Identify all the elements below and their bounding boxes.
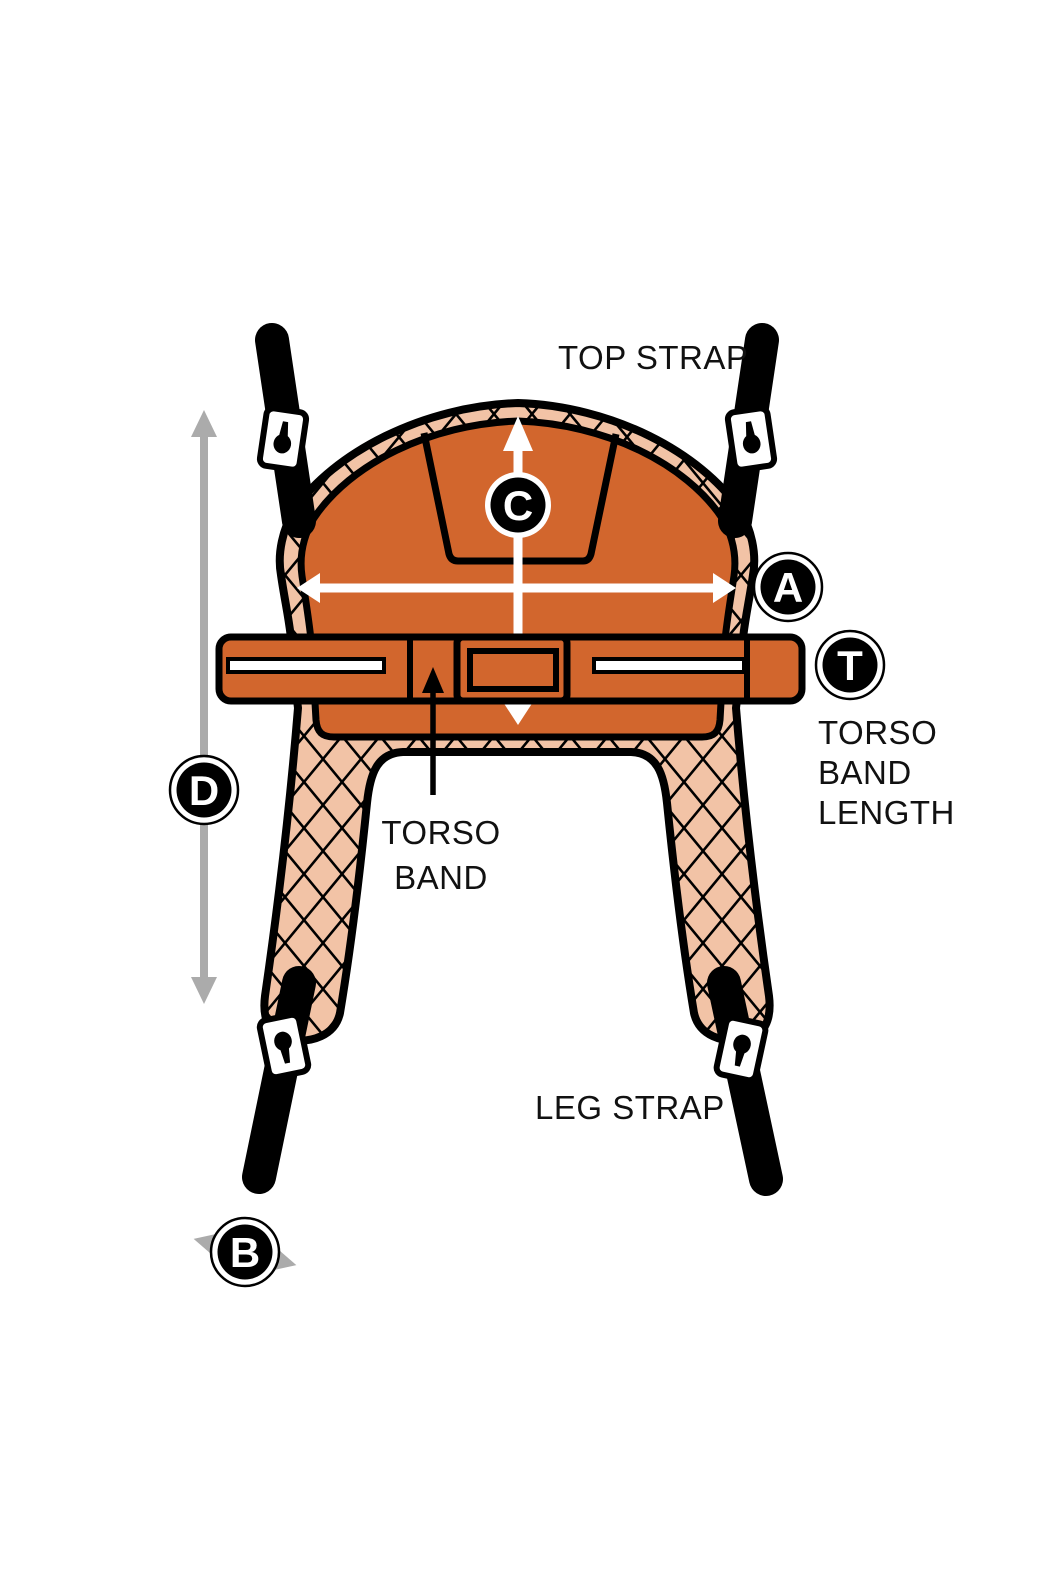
marker-t: T — [814, 629, 886, 701]
svg-text:TORSO: TORSO — [818, 714, 937, 751]
bottom-right-strap — [707, 966, 783, 1196]
top-strap-label: TOP STRAP — [558, 339, 748, 376]
torso-band-length-label: TORSO BAND LENGTH — [818, 714, 955, 831]
marker-b: B — [209, 1216, 281, 1288]
marker-b-letter: B — [230, 1229, 260, 1276]
band-slot-right — [592, 657, 746, 674]
keyhole-icon — [733, 1034, 751, 1067]
marker-t-letter: T — [837, 642, 863, 689]
band-buckle-window — [467, 648, 559, 692]
marker-c: C — [485, 472, 551, 538]
svg-text:BAND: BAND — [818, 754, 912, 791]
svg-text:BAND: BAND — [394, 859, 488, 896]
marker-a: A — [752, 551, 824, 623]
marker-d: D — [168, 754, 240, 826]
marker-d-letter: D — [189, 767, 219, 814]
top-right-strap — [718, 323, 779, 538]
length-arrow-d — [191, 410, 217, 1004]
width-arrow-a — [297, 573, 736, 603]
band-slot-left — [226, 657, 386, 674]
torso-band-label: TORSO BAND — [381, 814, 500, 896]
leg-strap-label: LEG STRAP — [535, 1089, 725, 1126]
keyhole-icon — [273, 421, 292, 454]
marker-a-letter: A — [773, 564, 803, 611]
svg-text:TORSO: TORSO — [381, 814, 500, 851]
bottom-left-strap — [242, 966, 316, 1194]
svg-text:LENGTH: LENGTH — [818, 794, 955, 831]
marker-c-letter: C — [503, 482, 533, 529]
keyhole-icon — [742, 421, 761, 454]
torso-band-pointer-arrow — [422, 667, 444, 795]
top-left-strap — [255, 323, 316, 538]
torso-band — [215, 633, 806, 705]
keyhole-icon — [274, 1031, 292, 1064]
